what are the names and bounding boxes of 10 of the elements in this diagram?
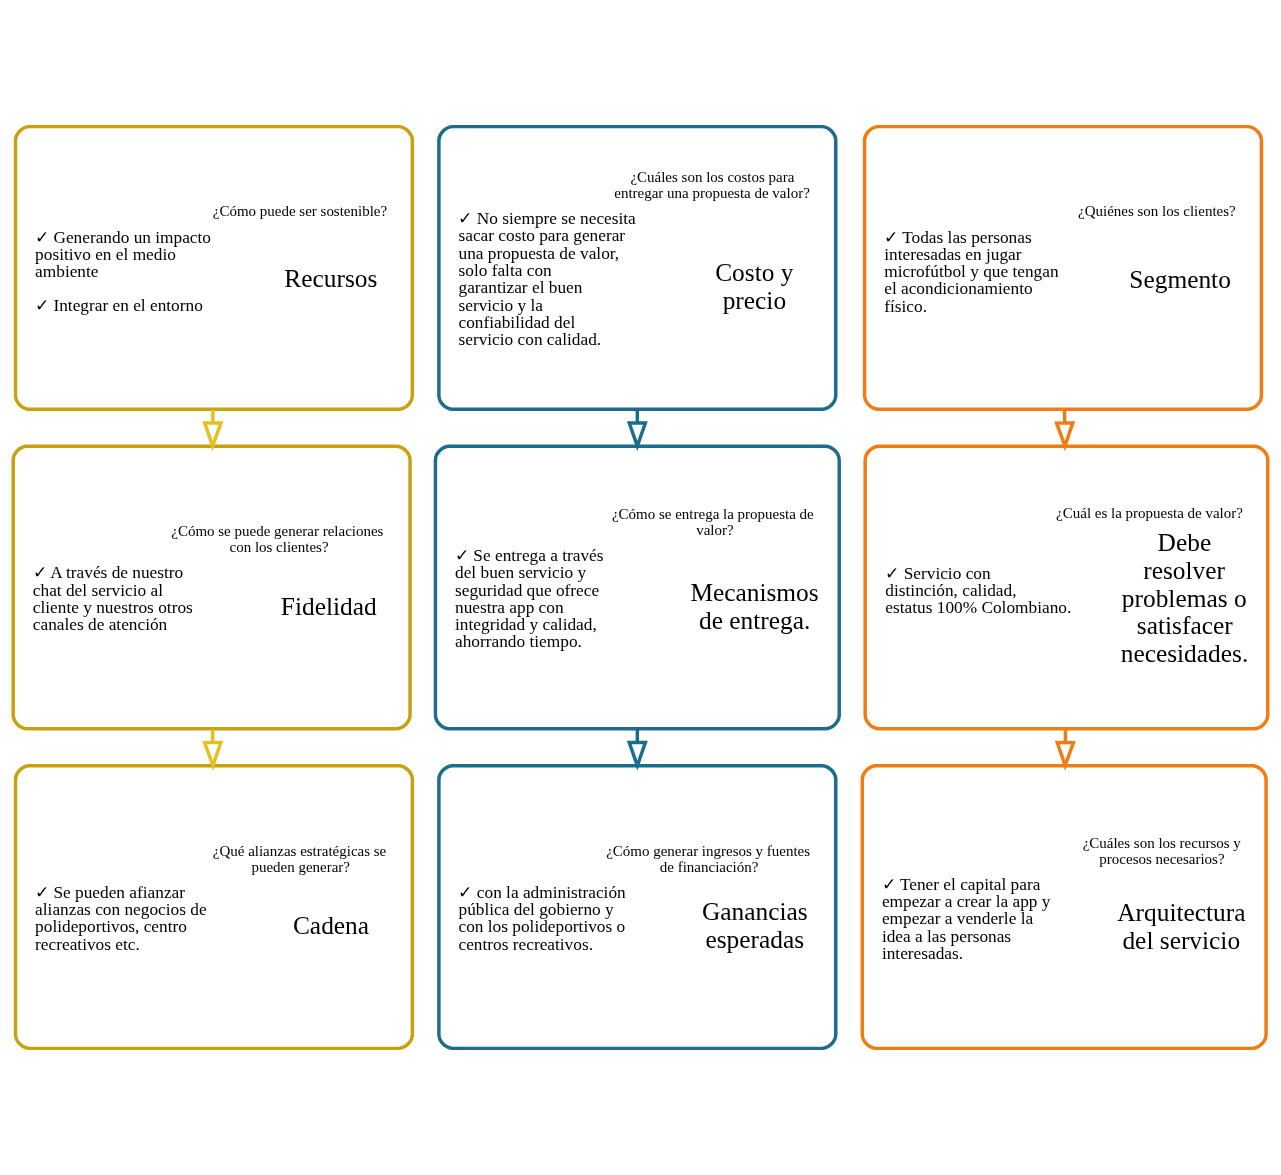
node-box: ¿Cómo se entrega la propuesta de valor? ✓ Se entrega a través del buen servicio y seguridad que ofrece nuestra app con integridad y calidad, ahorrando tiempo. Mecanismos de entrega. — [433, 444, 841, 731]
node-box: ¿Cuáles son los costos para entregar una propuesta de valor? ✓ No siempre se necesita sacar costo para generar una propuesta de valor, solo falta con garantizar el buen servicio y la confiabilidad del servicio con calidad. Costo y precio — [437, 124, 838, 411]
node-box: ¿Cuáles son los recursos y procesos necesarios? ✓ Tener el capital para empezar a crear la app y empezar a venderle la idea a las personas interesadas. Arquitectura del servicio — [860, 764, 1268, 1051]
node-box: ¿Cómo se puede generar relaciones con los clientes? ✓ A través de nuestro chat del servicio al cliente y nuestros otros canales de atención Fidelidad — [11, 444, 412, 731]
arrow — [202, 409, 224, 452]
node-box: ¿Cómo generar ingresos y fuentes de financiación? ✓ con la administración pública del gobierno y con los polideportivos o centros recreativos. Ganancias esperadas — [437, 764, 838, 1051]
node-box: ¿Cómo puede ser sostenible? ✓ Generando un impacto positivo en el medio ambiente ✓ Integrar en el entorno Recursos — [13, 124, 415, 411]
node-box: ¿Cuál es la propuesta de valor? ✓ Servicio con distinción, calidad, estatus 100% Colombiano. Debe resolver problemas o satisfacer necesidades. — [863, 444, 1270, 731]
node-box: ¿Quiénes son los clientes? ✓ Todas las personas interesadas en jugar microfútbol y que tengan el acondicionamiento físico. Segmento — [862, 124, 1264, 411]
node-box: ¿Qué alianzas estratégicas se pueden generar? ✓ Se pueden afianzar alianzas con negocios de polideportivos, centro recreativos etc. Cadena — [13, 764, 415, 1051]
